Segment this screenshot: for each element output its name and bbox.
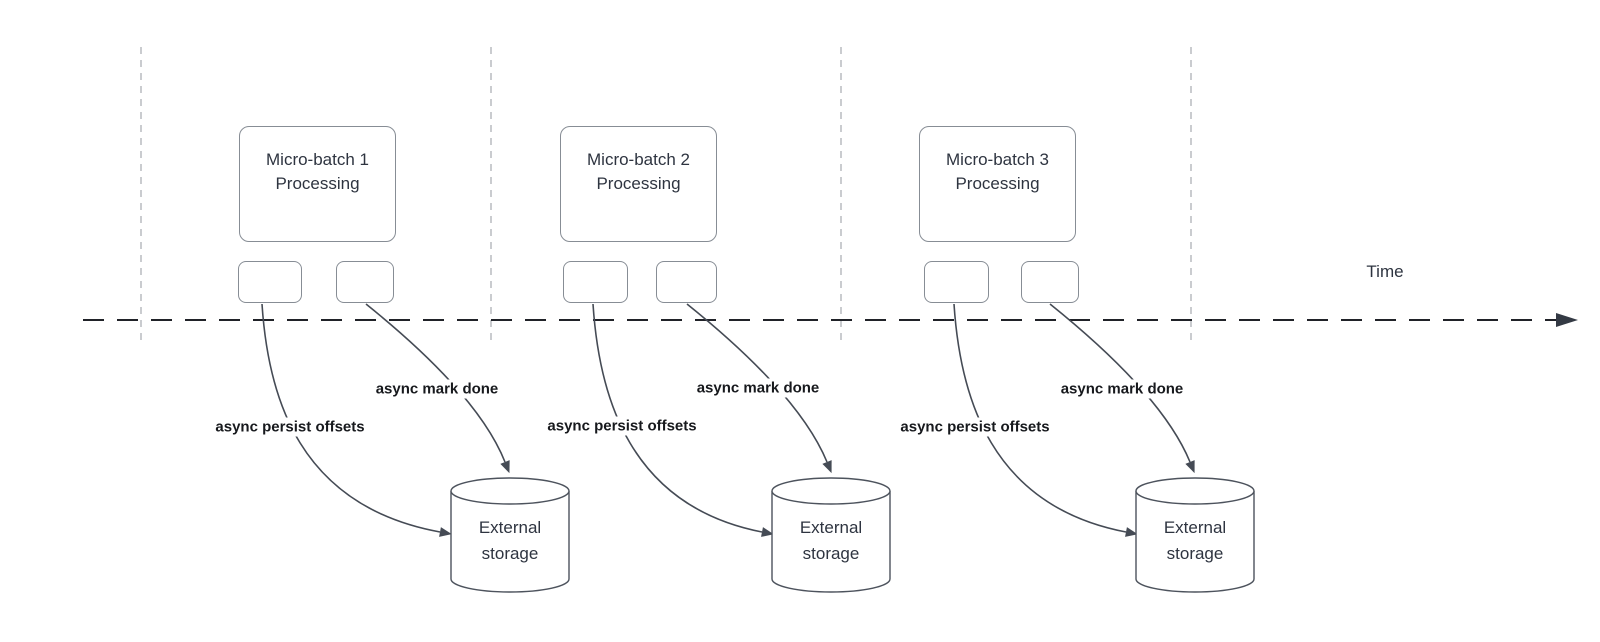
time-gridlines: [140, 47, 1192, 341]
storage-label-line2: storage: [481, 544, 539, 563]
storage-label-line2: storage: [1166, 544, 1224, 563]
external-storage-label-2: External storage: [772, 478, 890, 592]
micro-batch-box-title-line1: Micro-batch 3: [946, 150, 1049, 169]
micro-batch-box-title-line2: Processing: [955, 174, 1040, 193]
cylinder-body: [1135, 491, 1255, 593]
micro-batch-3-box: Micro-batch 3 Processing: [919, 126, 1076, 242]
mark-done-label: async mark done: [693, 378, 823, 398]
storage-label-line1: External: [1163, 518, 1227, 537]
persist-offsets-label: async persist offsets: [212, 417, 368, 437]
cylinder-top: [771, 477, 891, 505]
cylinder-body: [450, 491, 570, 593]
persist-offsets-arrow: [592, 303, 774, 537]
mark-done-task-box-3: [1021, 261, 1079, 303]
cylinder-body: [771, 491, 891, 593]
micro-batch-1-box: Micro-batch 1 Processing: [239, 126, 396, 242]
persist-task-box-2: [563, 261, 628, 303]
micro-batch-box-title-line2: Processing: [596, 174, 681, 193]
timeline-arrowhead-icon: [1556, 313, 1578, 327]
persist-offsets-label: async persist offsets: [544, 416, 700, 436]
storage-cylinder-2: [771, 477, 891, 593]
micro-batch-box-title-line1: Micro-batch 2: [587, 150, 690, 169]
storage-label-line1: External: [799, 518, 863, 537]
storage-cylinder-3: [1135, 477, 1255, 593]
storage-label-line2: storage: [802, 544, 860, 563]
storage-cylinder-1: [450, 477, 570, 593]
micro-batch-box-title-line2: Processing: [275, 174, 360, 193]
mark-done-label: async mark done: [372, 379, 502, 399]
storage-label-line1: External: [478, 518, 542, 537]
time-axis-label: Time: [1366, 262, 1404, 281]
persist-offsets-arrow: [953, 303, 1138, 537]
persist-offsets-label: async persist offsets: [897, 417, 1053, 437]
persist-task-box-1: [238, 261, 302, 303]
persist-offsets-arrow: [261, 303, 452, 537]
persist-task-box-3: [924, 261, 989, 303]
mark-done-label: async mark done: [1057, 379, 1187, 399]
cylinder-top: [1135, 477, 1255, 505]
mark-done-task-box-1: [336, 261, 394, 303]
micro-batch-box-title-line1: Micro-batch 1: [266, 150, 369, 169]
external-storage-label-3: External storage: [1136, 478, 1254, 592]
micro-batch-2-box: Micro-batch 2 Processing: [560, 126, 717, 242]
cylinder-top: [450, 477, 570, 505]
mark-done-task-box-2: [656, 261, 717, 303]
external-storage-label-1: External storage: [451, 478, 569, 592]
